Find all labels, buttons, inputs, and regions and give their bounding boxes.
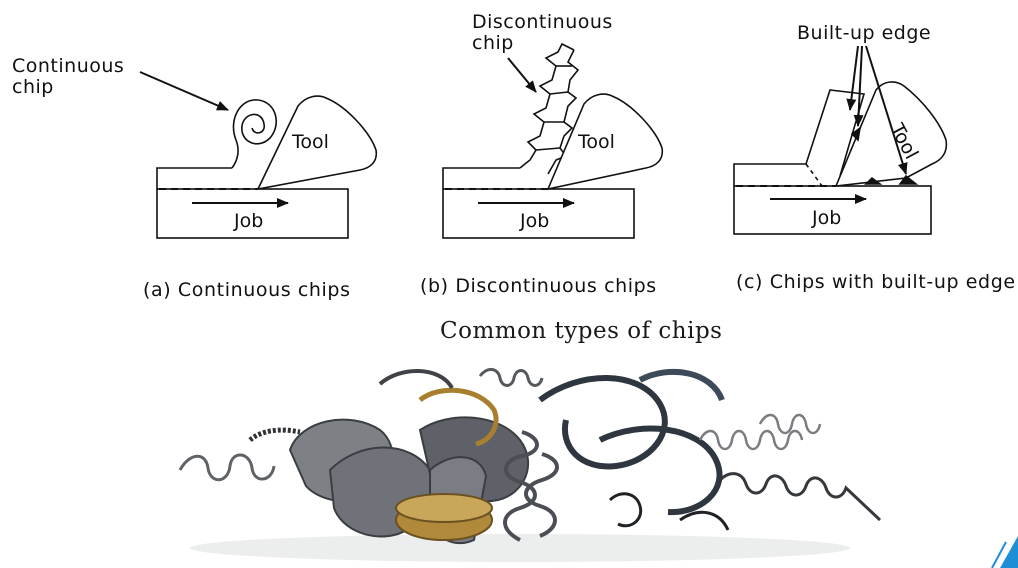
job-label: Job bbox=[811, 207, 841, 229]
job-label: Job bbox=[233, 210, 263, 232]
built-up-edge-blob bbox=[850, 126, 862, 142]
job-block bbox=[733, 185, 932, 235]
built-up-edge-blob bbox=[898, 174, 919, 185]
accent-shape bbox=[991, 536, 1018, 568]
brass-chip bbox=[395, 387, 499, 541]
built-up-edge-label: Built-up edge bbox=[797, 22, 932, 44]
continuous-chip-coil bbox=[232, 99, 278, 145]
built-up-edge-blob bbox=[864, 176, 883, 185]
uncut-layer bbox=[442, 167, 520, 189]
diagram-discontinuous bbox=[442, 42, 664, 239]
callout-arrow bbox=[853, 45, 864, 127]
uncut-layer bbox=[733, 163, 806, 186]
cutting-tool bbox=[256, 95, 378, 191]
cutting-tool bbox=[834, 81, 948, 187]
caption-discontinuous: (b) Discontinuous chips bbox=[420, 275, 657, 297]
cutting-tool bbox=[546, 93, 664, 191]
chip-flow bbox=[231, 139, 239, 169]
callout-arrow bbox=[507, 57, 537, 93]
discontinuous-chip-label: Discontinuous chip bbox=[472, 11, 613, 54]
diagram-built-up-edge bbox=[733, 45, 948, 235]
uncut-layer bbox=[156, 167, 232, 189]
tool-label: Tool bbox=[291, 131, 329, 153]
continuous-chip-label: Continuous chip bbox=[12, 55, 125, 98]
caption-built-up-edge: (c) Chips with built-up edge bbox=[736, 271, 1016, 293]
figure-title: Common types of chips bbox=[440, 318, 723, 344]
callout-arrow bbox=[139, 71, 229, 111]
job-label: Job bbox=[519, 210, 549, 232]
tool-label: Tool bbox=[577, 131, 615, 153]
diagram-continuous bbox=[139, 71, 378, 239]
callout-arrow bbox=[865, 45, 908, 175]
job-block bbox=[442, 188, 635, 239]
callout-arrow bbox=[846, 45, 859, 111]
job-block bbox=[156, 188, 349, 239]
chips-photo bbox=[178, 368, 882, 562]
caption-continuous: (a) Continuous chips bbox=[143, 279, 351, 301]
